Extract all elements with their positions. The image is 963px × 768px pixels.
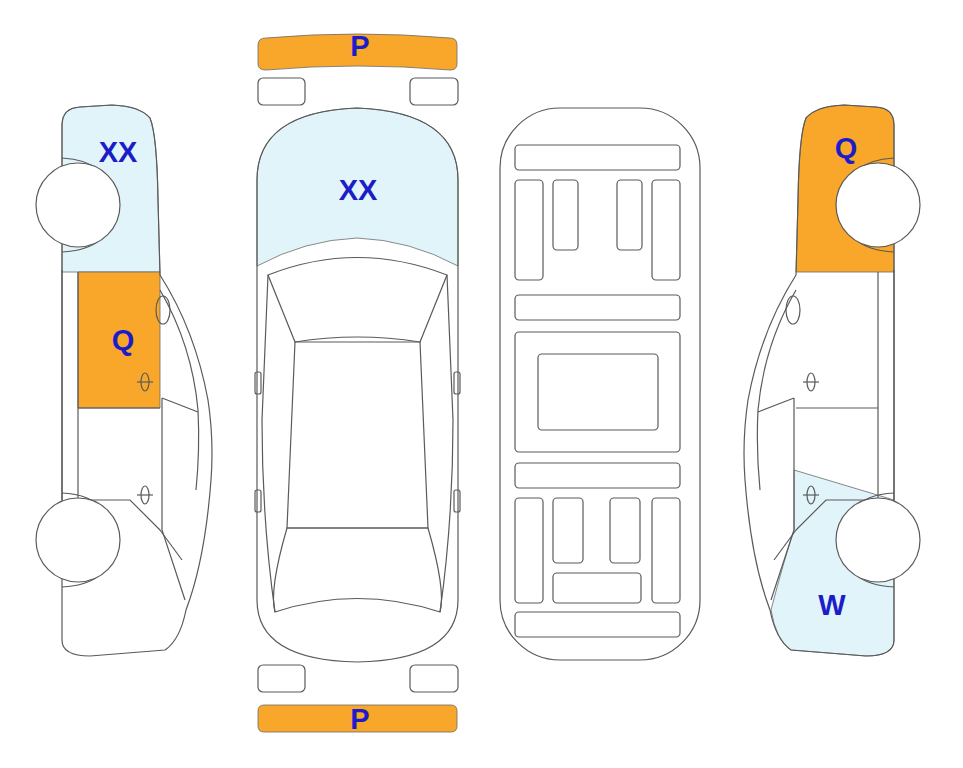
region-shape — [58, 104, 162, 274]
damage-region: P — [256, 30, 459, 72]
region-fill — [257, 108, 458, 266]
region-fill — [771, 470, 894, 656]
damage-code: P — [350, 32, 369, 61]
damage-region: W — [768, 486, 888, 662]
damage-code: Q — [835, 134, 858, 163]
region-fill — [78, 272, 160, 408]
region-shape — [768, 486, 888, 662]
damage-region: XX — [256, 106, 460, 268]
damage-region: P — [256, 703, 459, 734]
damage-region: Q — [78, 270, 162, 410]
region-shape — [788, 104, 896, 280]
damage-code: XX — [339, 176, 378, 205]
damage-region: Q — [788, 104, 896, 280]
damage-code: P — [350, 705, 369, 734]
damage-region: XX — [58, 104, 162, 274]
damage-code: Q — [112, 326, 135, 355]
region-fill — [796, 105, 894, 272]
damage-code: XX — [99, 138, 138, 167]
region-fill — [62, 105, 160, 272]
damage-code: W — [818, 591, 845, 620]
